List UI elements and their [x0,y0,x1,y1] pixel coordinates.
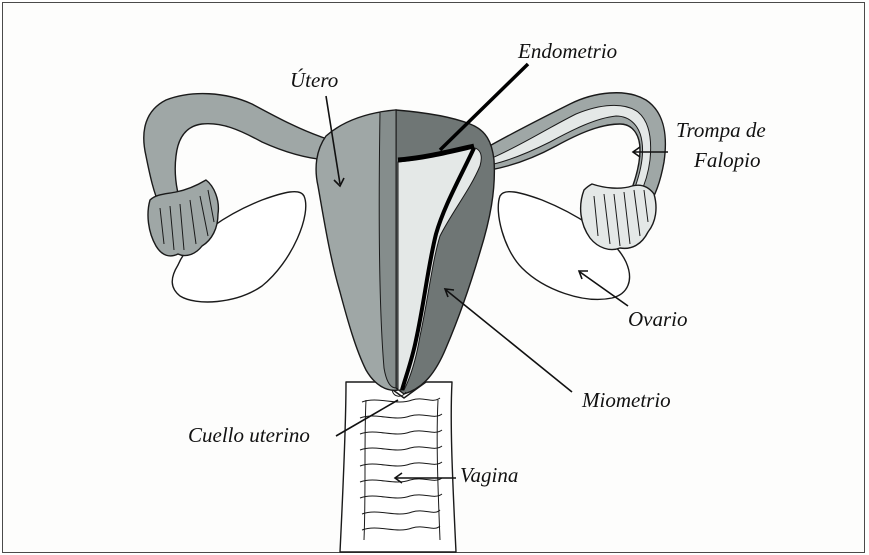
left-fallopian-tube [144,94,330,206]
utero-label: Útero [290,68,338,92]
miometrio-label: Miometrio [581,388,671,412]
endometrio-label: Endometrio [517,39,617,63]
vagina [340,382,456,552]
trompa-label-line1: Trompa de [676,118,766,142]
vagina-label: Vagina [460,463,518,487]
miometrio-arrow [446,290,572,392]
right-tube-lumen [492,105,651,194]
ovario-label: Ovario [628,307,688,331]
cuello-uterino-label: Cuello uterino [188,423,310,447]
trompa-label-line2: Falopio [693,148,761,172]
